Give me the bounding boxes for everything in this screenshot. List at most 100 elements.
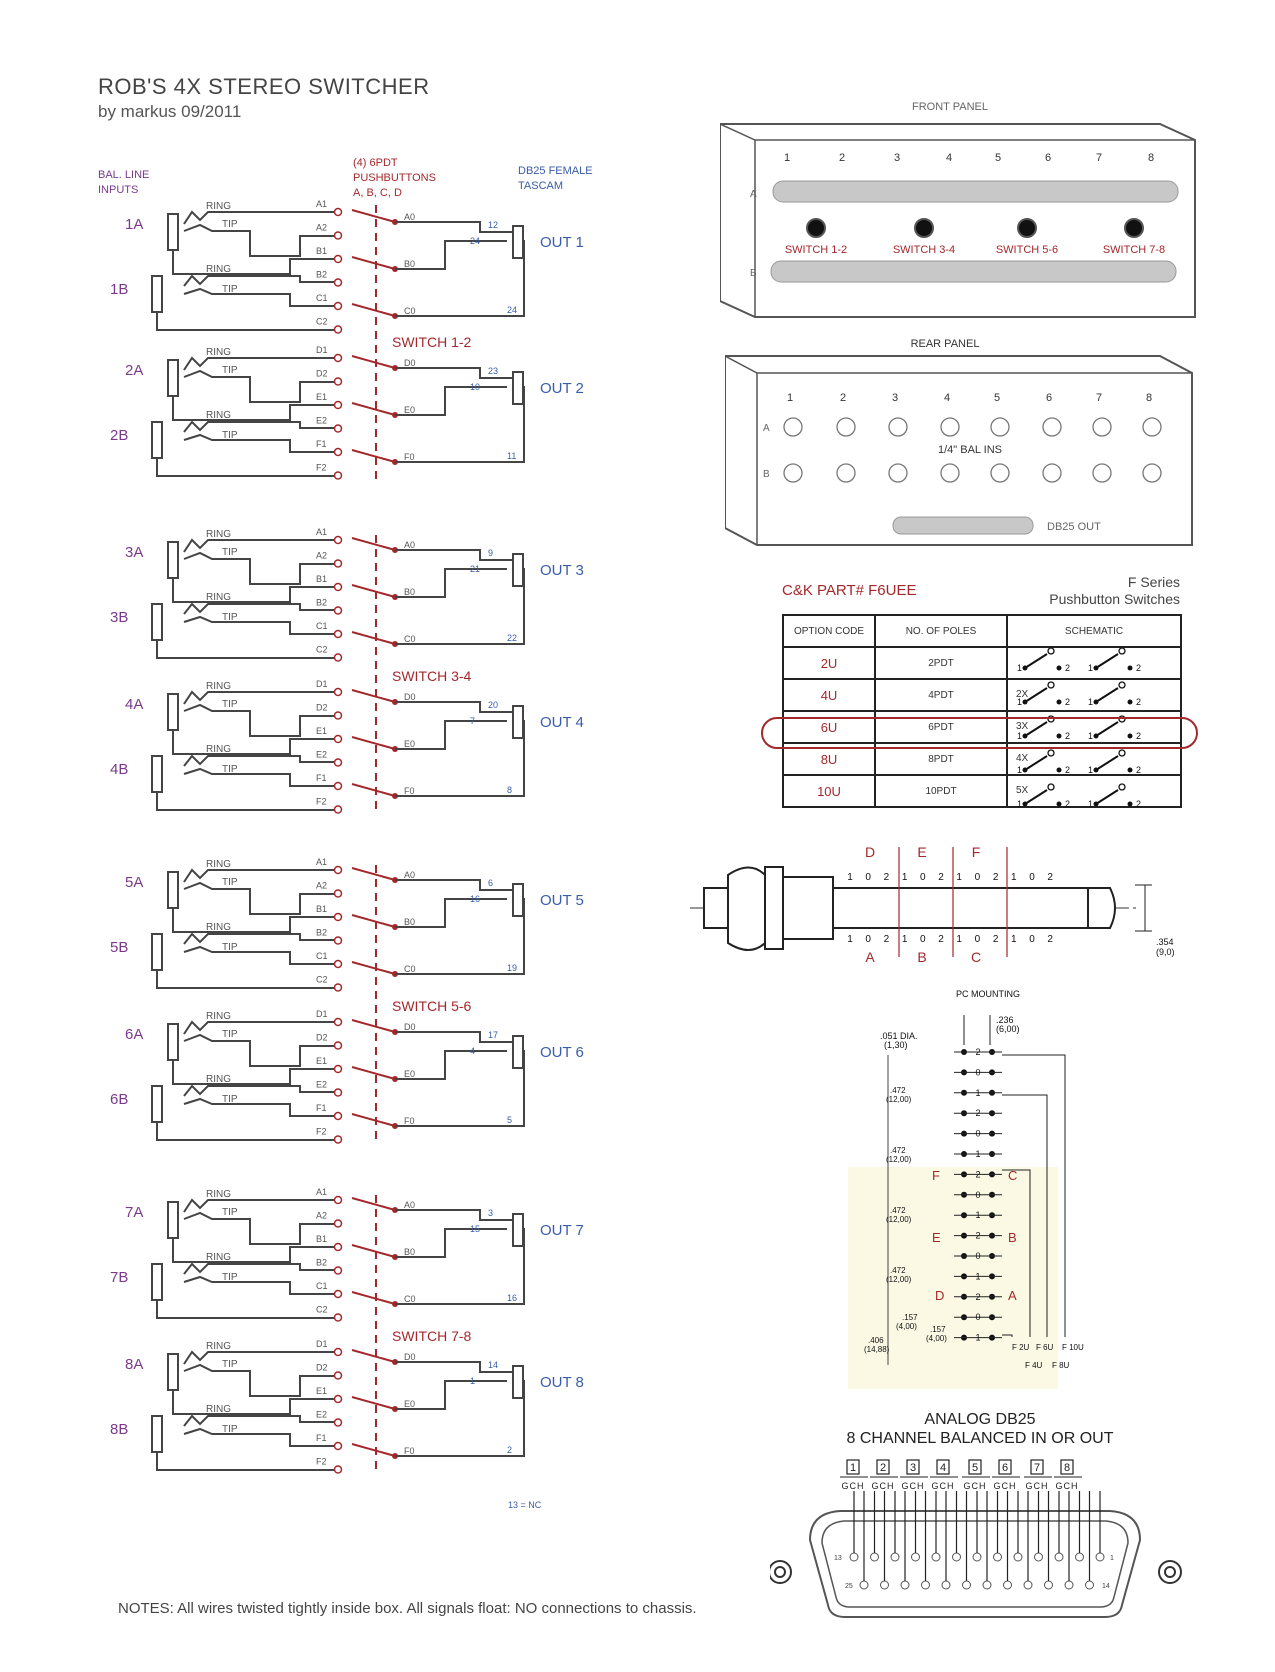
tip-label: TIP [222, 284, 238, 295]
pole-letter: E [917, 845, 926, 860]
contact-label: D1 [316, 1009, 328, 1019]
pin-number: 1 [975, 1271, 980, 1281]
ring-label: RING [206, 410, 231, 421]
row-label: A [763, 423, 770, 434]
db25-pin [1064, 1580, 1074, 1590]
jack-body [151, 1415, 163, 1453]
ring-label: RING [206, 681, 231, 692]
contact-dot [333, 805, 343, 814]
contact-label: E1 [316, 1386, 327, 1396]
dim-text: .472 [890, 1146, 906, 1155]
jack-body [151, 933, 163, 971]
poles: 10PDT [874, 774, 1008, 808]
out-jack [512, 1365, 524, 1399]
contact-dot [333, 377, 343, 386]
th-schematic: SCHEMATIC [1006, 614, 1182, 648]
contact-dot [333, 535, 343, 545]
input-jack-a [1092, 417, 1112, 437]
tip-wire [183, 881, 335, 915]
db25-pin-number: 2 [507, 1445, 512, 1455]
schematic-cell [1006, 646, 1182, 680]
dim-text: (6,00) [996, 1024, 1020, 1034]
sleeve-wire [172, 1390, 335, 1415]
out-wire [395, 879, 515, 891]
channel-number: 5 [972, 1462, 978, 1474]
common-label: F0 [404, 1116, 415, 1126]
button-row-b [770, 260, 1177, 283]
tip-wire [183, 1363, 335, 1397]
pin-number: 0 [865, 872, 871, 883]
pole-letter: B [1008, 1230, 1017, 1245]
contact-label: C2 [316, 975, 328, 985]
bezel [727, 866, 766, 951]
channel-number: 3 [894, 152, 900, 164]
out-wire [395, 1031, 515, 1043]
dim-text: .406 [868, 1336, 884, 1345]
db25-pin-number: 11 [507, 451, 516, 461]
tip-wire [183, 945, 335, 965]
ring-label: RING [206, 922, 231, 933]
tip-label: TIP [222, 1207, 238, 1218]
common-label: B0 [404, 587, 415, 597]
option-leader [1002, 1169, 1031, 1337]
db25-pin [1044, 1580, 1053, 1590]
option-label: F 10U [1062, 1343, 1084, 1352]
db25-pin [972, 1552, 982, 1562]
sleeve-wire [156, 640, 335, 659]
contact-label: A1 [316, 527, 327, 537]
pin-number: 1 [956, 934, 962, 945]
channel-box [846, 1459, 860, 1475]
ring-label: RING [206, 1341, 231, 1352]
sleeve-wire [172, 396, 335, 421]
ring-wire [183, 1262, 335, 1275]
db25-pin-number: 21 [470, 564, 480, 574]
contact-dot [333, 231, 343, 240]
switch-arm [351, 1291, 396, 1305]
channel-number: 1 [787, 392, 793, 404]
pin-number: 1 [1110, 1555, 1114, 1562]
ring-label: RING [206, 1404, 231, 1415]
option-table: OPTION CODE NO. OF POLES SCHEMATIC 2U 2P… [782, 614, 1182, 808]
ring-wire [183, 538, 335, 553]
pin-number: 2 [1047, 872, 1053, 883]
ring-label: RING [206, 744, 231, 755]
contact-label: A2 [316, 881, 327, 891]
contact-label: D2 [316, 703, 328, 713]
switch-arm [351, 1443, 396, 1457]
common-label: D0 [404, 358, 416, 368]
tip-label: TIP [222, 764, 238, 775]
contact-label: B1 [316, 1234, 327, 1244]
out-wire [395, 898, 525, 975]
table-row: 4U 4PDT 2X [782, 678, 1182, 712]
pin-number: 0 [975, 1067, 980, 1077]
contact-label: F2 [316, 1457, 327, 1467]
switch-end [1087, 887, 1116, 929]
ring-wire [183, 932, 335, 945]
channel-number: 7 [1034, 1462, 1040, 1474]
dim-text: (4,00) [896, 1322, 917, 1331]
switch-arm [351, 867, 396, 881]
housing-front [764, 866, 784, 950]
pin-number: 1 [975, 1149, 980, 1159]
db25-pin [1003, 1580, 1012, 1590]
contact-dot [333, 1111, 343, 1121]
th-poles: NO. OF POLES [874, 614, 1008, 648]
channel-box [876, 1459, 890, 1475]
contact-dot [333, 687, 343, 697]
switch-arm [351, 537, 396, 551]
gch-label: GCH [994, 1481, 1017, 1491]
pushbutton-icon [1017, 218, 1037, 238]
input-label: 2A [125, 362, 143, 379]
switch-arm [351, 584, 396, 598]
actuator-cap [703, 887, 729, 929]
gch-label: GCH [1056, 1481, 1079, 1491]
out-wire [395, 221, 515, 233]
contact-label: A1 [316, 1187, 327, 1197]
db25-title: ANALOG DB25 8 CHANNEL BALANCED IN OR OUT [820, 1410, 1140, 1448]
output-label: OUT 4 [540, 714, 584, 731]
contact-dot [333, 471, 343, 480]
pole-letter: D [935, 1288, 944, 1303]
out-jack [512, 1035, 524, 1069]
db25-title-line2: 8 CHANNEL BALANCED IN OR OUT [846, 1430, 1114, 1447]
contact-label: E1 [316, 1056, 327, 1066]
